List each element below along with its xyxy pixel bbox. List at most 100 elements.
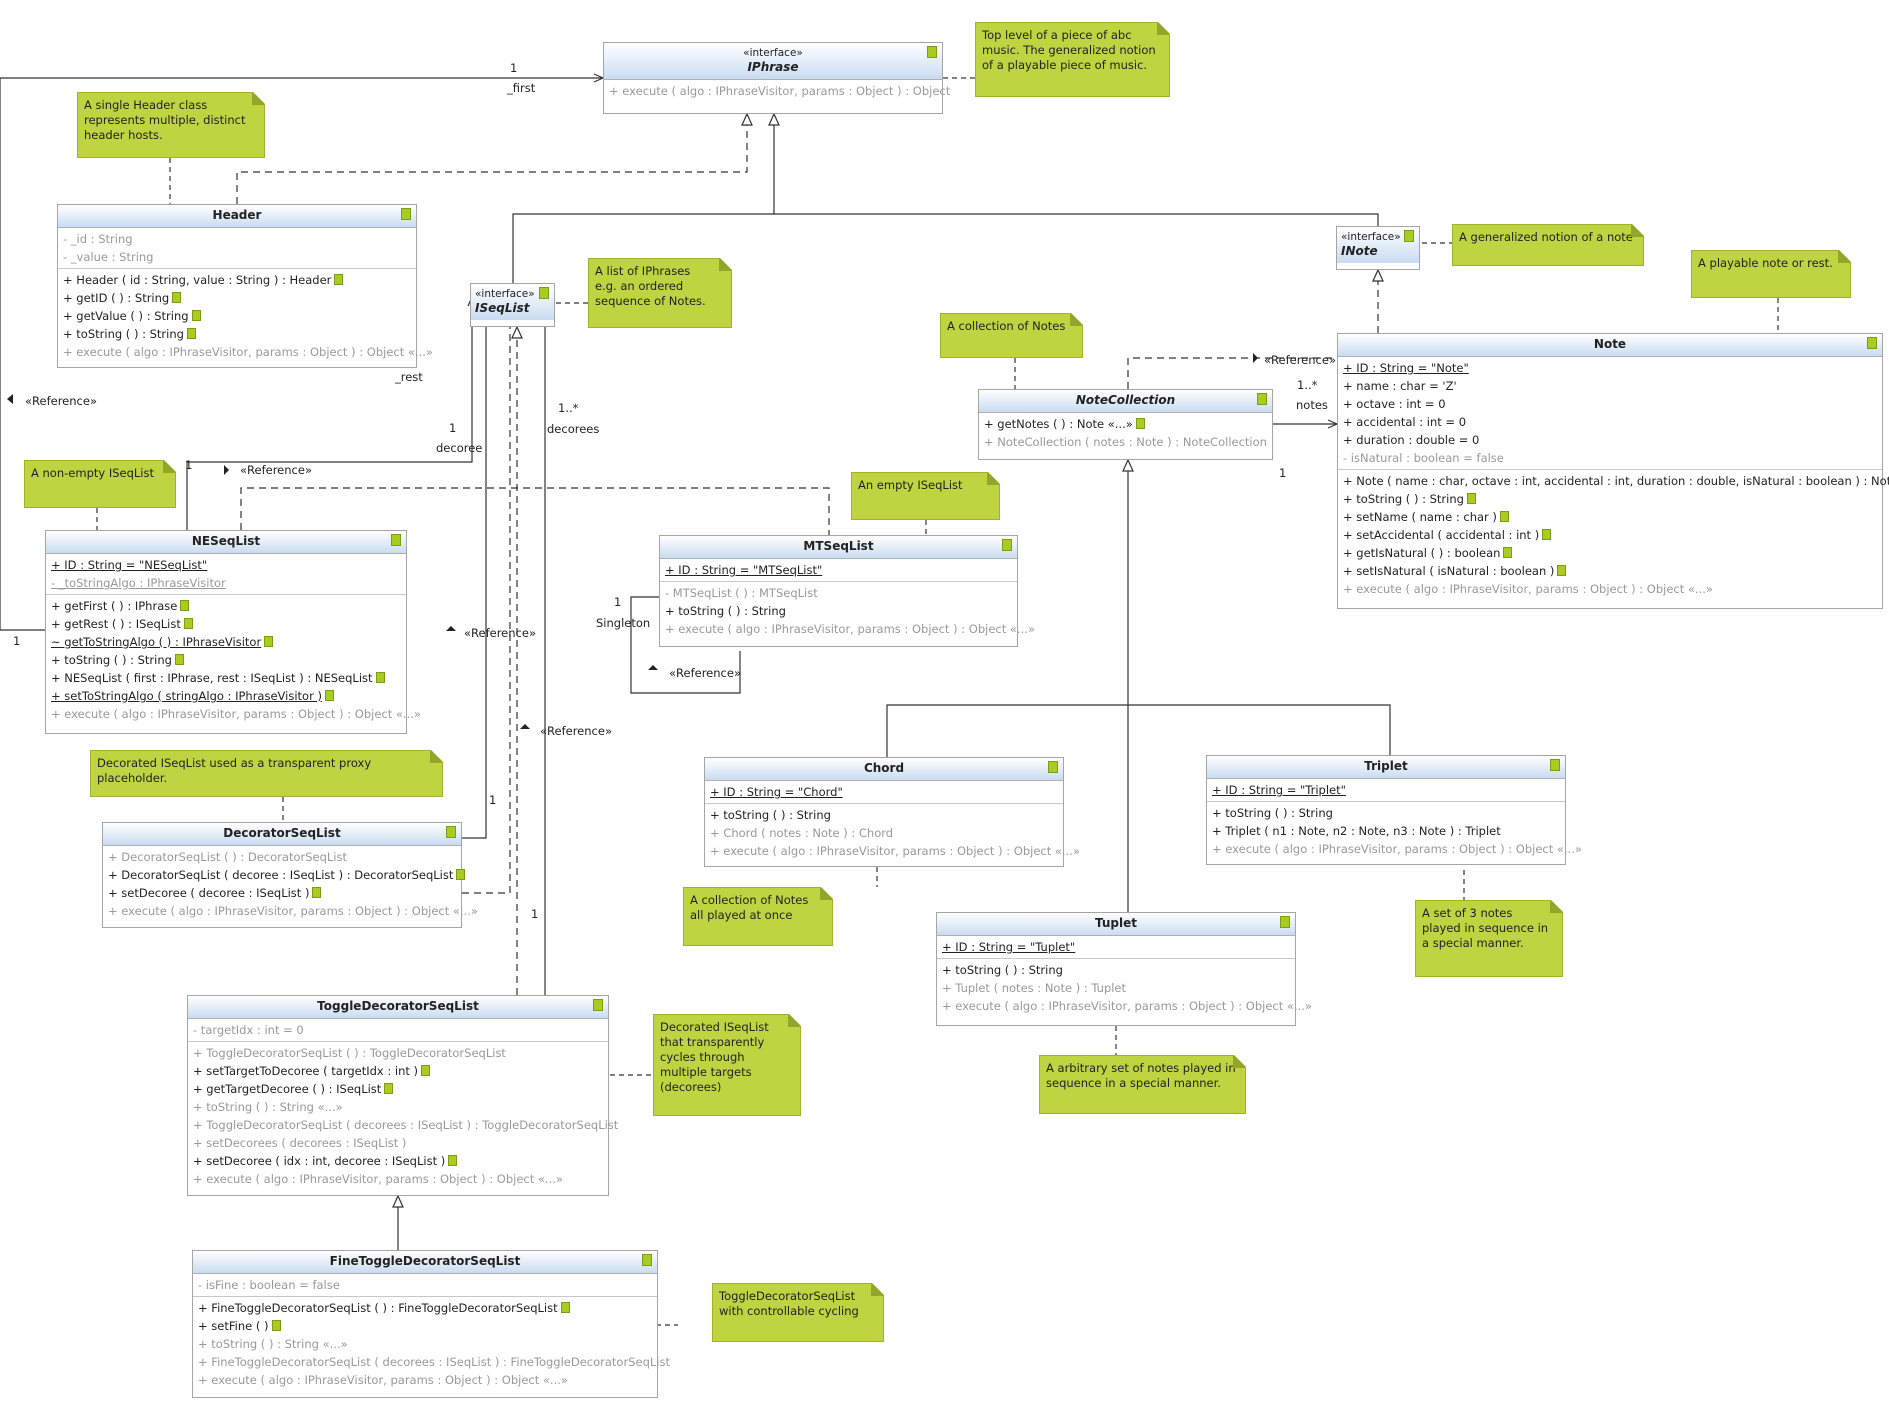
- note-iseqlist: A list of IPhrases e.g. an ordered seque…: [588, 258, 732, 328]
- class-neseqlist[interactable]: NESeqList + ID : String = "NESeqList"- _…: [45, 530, 421, 734]
- attribute: - isNatural : boolean = false: [1343, 451, 1504, 465]
- class-finetoggledecoratorseqlist[interactable]: FineToggleDecoratorSeqList - isFine : bo…: [192, 1250, 670, 1398]
- methods: - MTSeqList ( ) : MTSeqList+ toString ( …: [660, 582, 1035, 640]
- attribute: + ID : String = "Note": [1343, 361, 1469, 375]
- method: + NoteCollection ( notes : Note ) : Note…: [984, 435, 1267, 449]
- methods: + getNotes ( ) : Note «...» + NoteCollect…: [979, 413, 1272, 453]
- file-icon: [172, 292, 182, 303]
- class-mtseqlist[interactable]: MTSeqList + ID : String = "MTSeqList" - …: [659, 535, 1035, 647]
- attribute: - targetIdx : int = 0: [193, 1023, 304, 1037]
- attributes: - isFine : boolean = false: [193, 1274, 657, 1297]
- method: + toString ( ) : String «...»: [193, 1100, 343, 1114]
- method: + toString ( ) : String: [665, 604, 786, 618]
- method: + toString ( ) : String «...»: [198, 1337, 348, 1351]
- class-header: Triplet: [1207, 756, 1565, 779]
- methods: + toString ( ) : String+ Chord ( notes :…: [705, 804, 1080, 862]
- chord-extends-notecollection: [886, 458, 1134, 757]
- method: + getNotes ( ) : Note «...»: [984, 415, 1267, 433]
- class-iseqlist[interactable]: «interface»ISeqList: [470, 283, 555, 327]
- attribute: - isFine : boolean = false: [198, 1278, 340, 1292]
- file-icon: [334, 274, 344, 285]
- method: + setDecorees ( decorees : ISeqList ): [193, 1136, 407, 1150]
- method: + execute ( algo : IPhraseVisitor, param…: [1343, 582, 1713, 596]
- class-toggledecoratorseqlist[interactable]: ToggleDecoratorSeqList - targetIdx : int…: [187, 995, 618, 1196]
- method: + setFine ( ): [198, 1317, 652, 1335]
- method: + getTargetDecoree ( ) : ISeqList: [193, 1080, 603, 1098]
- attributes: + ID : String = "Note" + name : char = 'Z…: [1338, 357, 1882, 470]
- class-tuplet[interactable]: Tuplet + ID : String = "Tuplet" + toStri…: [936, 912, 1312, 1026]
- file-icon: [448, 1155, 458, 1166]
- attribute: + ID : String = "NESeqList": [51, 558, 208, 572]
- reference-arrowhead: [520, 724, 530, 729]
- reference-arrowhead: [1253, 353, 1258, 363]
- toggle-multiplicity: 1: [531, 907, 539, 921]
- reference-label: «Reference»: [669, 666, 741, 680]
- inote-realizes-iphrase: [774, 213, 1379, 226]
- class-notecollection[interactable]: NoteCollection + getNotes ( ) : Note «..…: [978, 389, 1273, 460]
- reference-arrowhead: [7, 394, 13, 404]
- class-header: ToggleDecoratorSeqList: [188, 996, 608, 1019]
- file-icon: [593, 999, 603, 1011]
- reference-arrowhead: [224, 465, 229, 475]
- singleton-role: Singleton: [596, 616, 651, 630]
- class-name: IPhrase: [747, 60, 799, 74]
- method: + execute ( algo : IPhraseVisitor, param…: [108, 904, 478, 918]
- neseqlist-first-iphrase: [0, 73, 605, 631]
- methods: + Header ( id : String, value : String )…: [58, 269, 433, 363]
- decorator-decoree-iseqlist: [462, 295, 491, 839]
- attributes: + ID : String = "Chord": [705, 781, 1063, 804]
- method: + setToStringAlgo ( stringAlgo : IPhrase…: [51, 687, 401, 705]
- notes-multiplicity: 1..*: [1297, 378, 1318, 392]
- method: + getID ( ) : String: [63, 289, 411, 307]
- method: + Note ( name : char, octave : int, acci…: [1343, 474, 1889, 488]
- class-chord[interactable]: Chord + ID : String = "Chord" + toString…: [704, 757, 1080, 867]
- file-icon: [642, 1254, 652, 1266]
- method: + execute ( algo : IPhraseVisitor, param…: [665, 622, 1035, 636]
- file-icon: [1867, 337, 1877, 349]
- file-icon: [456, 869, 466, 880]
- neseqlist-multiplicity: 1: [13, 634, 21, 648]
- reference-arrowhead: [648, 665, 658, 670]
- class-name: FineToggleDecoratorSeqList: [329, 1254, 521, 1268]
- class-iphrase[interactable]: «interface»IPhrase + execute ( algo : IP…: [603, 42, 950, 114]
- method: + getValue ( ) : String: [63, 307, 411, 325]
- class-header: DecoratorSeqList: [103, 823, 461, 846]
- rest-multiplicity: 1: [185, 458, 193, 472]
- class-name: NESeqList: [191, 534, 261, 548]
- header-realizes-iphrase: [236, 112, 753, 204]
- class-inote[interactable]: «interface»INote: [1336, 226, 1420, 270]
- stereotype: «interface»: [475, 288, 535, 300]
- file-icon: [375, 672, 385, 683]
- method: + getFirst ( ) : IPhrase: [51, 597, 401, 615]
- stereotype: «interface»: [1341, 231, 1401, 243]
- class-triplet[interactable]: Triplet + ID : String = "Triplet" + toSt…: [1206, 755, 1582, 865]
- method: + setAccidental ( accidental : int ): [1343, 526, 1877, 544]
- method: + execute ( algo : IPhraseVisitor, param…: [51, 707, 421, 721]
- decorees-multiplicity: 1..*: [558, 401, 579, 415]
- attribute: + ID : String = "MTSeqList": [665, 563, 823, 577]
- class-name: Chord: [863, 761, 905, 775]
- note-note: A playable note or rest.: [1691, 250, 1851, 298]
- methods: + execute ( algo : IPhraseVisitor, param…: [604, 80, 950, 102]
- reference-label: «Reference»: [240, 463, 312, 477]
- method: + getIsNatural ( ) : boolean: [1343, 544, 1877, 562]
- file-icon: [324, 690, 334, 701]
- class-note[interactable]: Note + ID : String = "Note" + name : char…: [1337, 333, 1889, 609]
- neseqlist-rest-iseqlist: [186, 295, 477, 530]
- class-name: MTSeqList: [803, 539, 874, 553]
- attributes: + ID : String = "Triplet": [1207, 779, 1565, 802]
- attributes: + ID : String = "NESeqList"- _toStringAl…: [46, 554, 406, 595]
- attribute: + ID : String = "Tuplet": [942, 940, 1076, 954]
- method: + toString ( ) : String: [51, 651, 401, 669]
- class-decoratorseqlist[interactable]: DecoratorSeqList + DecoratorSeqList ( ) …: [102, 822, 478, 928]
- method: ~ getToStringAlgo ( ) : IPhraseVisitor: [51, 633, 401, 651]
- attribute: + name : char = 'Z': [1343, 379, 1457, 393]
- note-mtseqlist: An empty ISeqList: [851, 472, 1000, 520]
- class-header[interactable]: Header - _id : String- _value : String +…: [57, 204, 433, 368]
- class-header: Note: [1338, 334, 1882, 357]
- stereotype: «interface»: [743, 47, 803, 59]
- methods: + DecoratorSeqList ( ) : DecoratorSeqLis…: [103, 846, 478, 922]
- reference-label: «Reference»: [1264, 353, 1336, 367]
- note-iphrase: Top level of a piece of abc music. The g…: [975, 22, 1170, 97]
